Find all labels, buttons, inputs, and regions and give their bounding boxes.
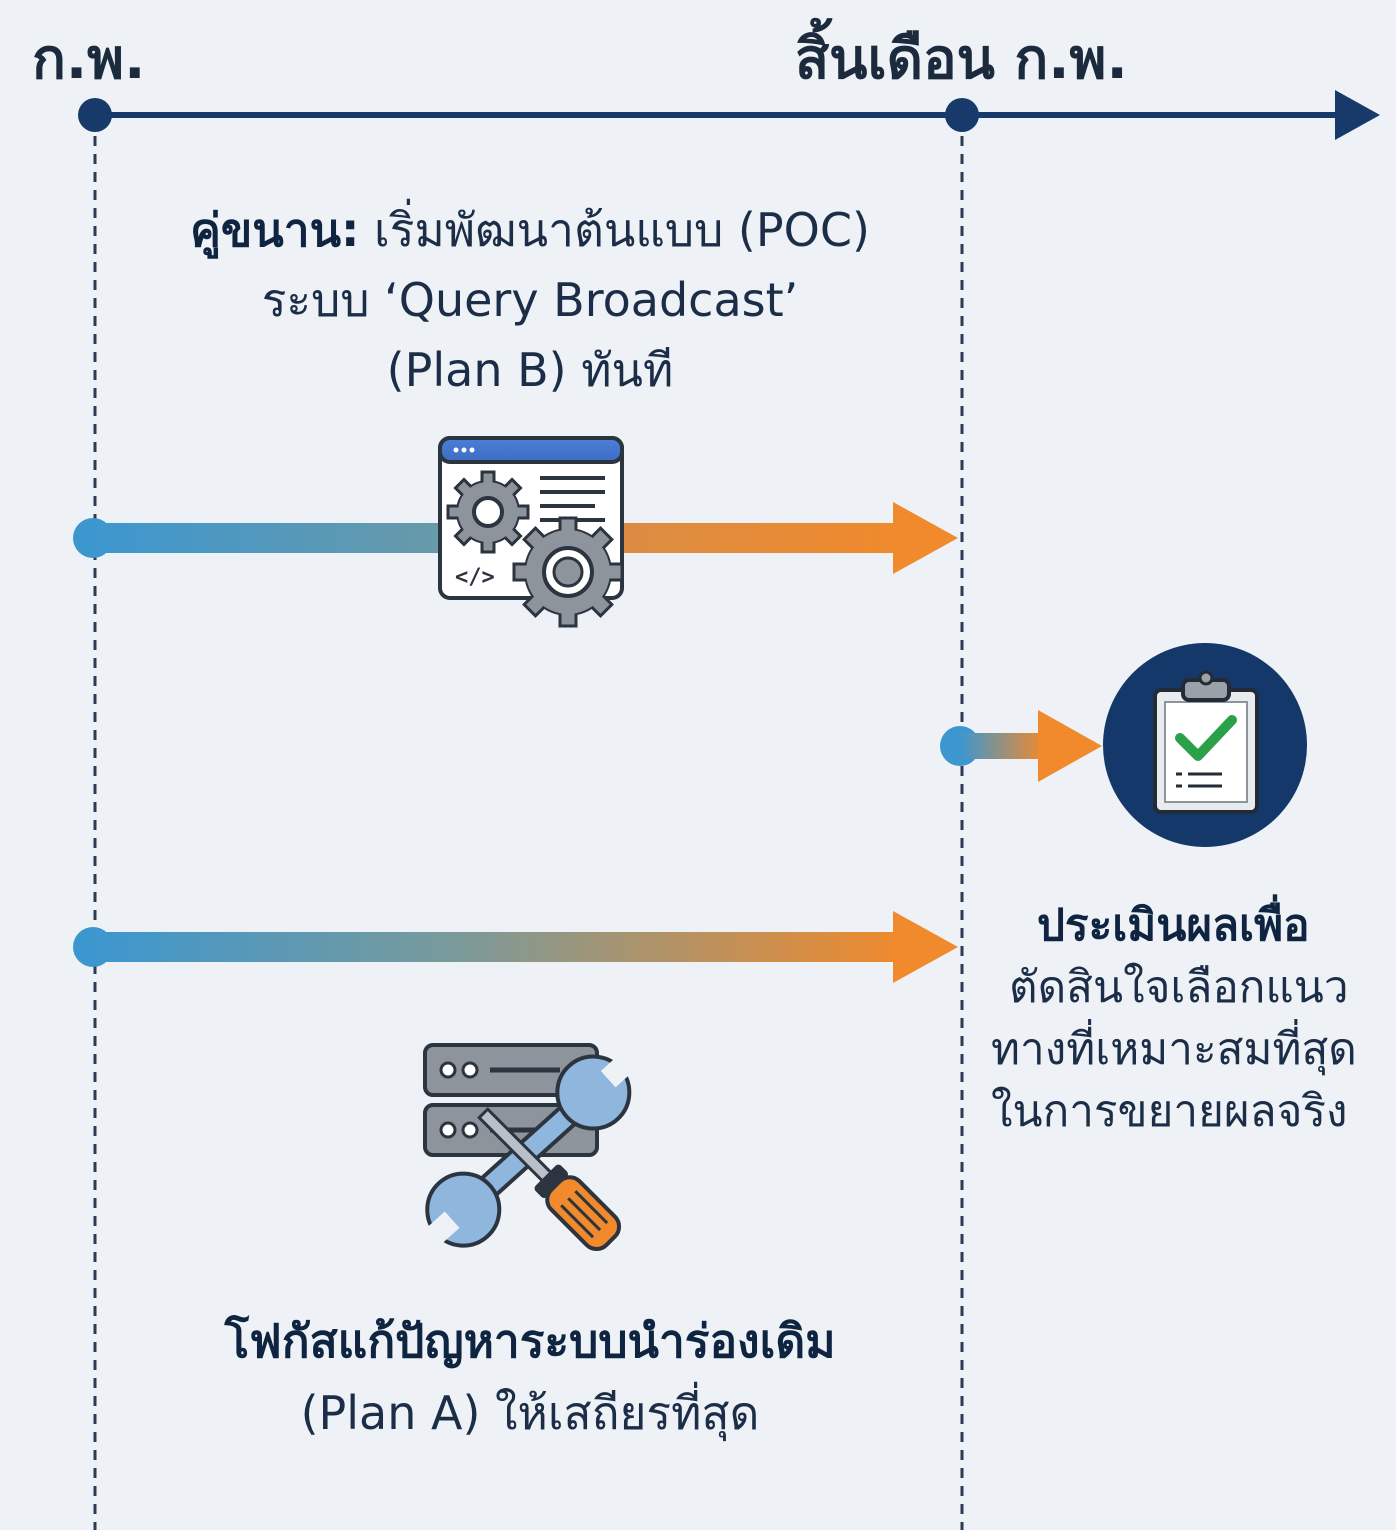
server-tools-icon bbox=[422, 1043, 638, 1252]
evaluation-description: ประเมินผลเพื่อ ตัดสินใจเลือกแนว ทางที่เห… bbox=[985, 895, 1396, 1143]
plan-a-arrow bbox=[73, 911, 958, 983]
plan-b-description: คู่ขนาน: เริ่มพัฒนาต้นแบบ (POC) ระบบ ‘Qu… bbox=[110, 195, 950, 405]
plan-b-title-rest: เริ่มพัฒนาต้นแบบ (POC) bbox=[359, 203, 870, 257]
evaluation-arrow bbox=[940, 710, 1102, 782]
timeline-end-label: สิ้นเดือน ก.พ. bbox=[795, 27, 1128, 92]
plan-a-line-1: โฟกัสแก้ปัญหาระบบนำร่องเดิม bbox=[224, 1314, 836, 1368]
plan-a-line-2: (Plan A) ให้เสถียรที่สุด bbox=[300, 1386, 760, 1440]
evaluation-line-4: ในการขยายผลจริง bbox=[991, 1086, 1348, 1137]
plan-b-title: คู่ขนาน: bbox=[190, 203, 360, 257]
code-settings-window-icon: </> bbox=[438, 436, 624, 628]
plan-a-description: โฟกัสแก้ปัญหาระบบนำร่องเดิม (Plan A) ให้… bbox=[110, 1305, 950, 1449]
timeline-arrowhead bbox=[1335, 90, 1380, 140]
evaluation-line-3: ทางที่เหมาะสมที่สุด bbox=[991, 1024, 1357, 1075]
evaluation-title: ประเมินผลเพื่อ bbox=[1037, 900, 1310, 951]
svg-text:</>: </> bbox=[455, 565, 495, 590]
clipboard-check-icon bbox=[1103, 643, 1307, 847]
timeline-start-dot bbox=[78, 98, 112, 132]
timeline-start-label: ก.พ. bbox=[32, 27, 146, 92]
timeline-end-dot bbox=[945, 98, 979, 132]
plan-b-line-3: (Plan B) ทันที bbox=[386, 343, 674, 397]
plan-b-line-2: ระบบ ‘Query Broadcast’ bbox=[261, 273, 799, 327]
evaluation-line-2: ตัดสินใจเลือกแนว bbox=[1009, 962, 1349, 1013]
timeline-axis bbox=[78, 90, 1380, 140]
